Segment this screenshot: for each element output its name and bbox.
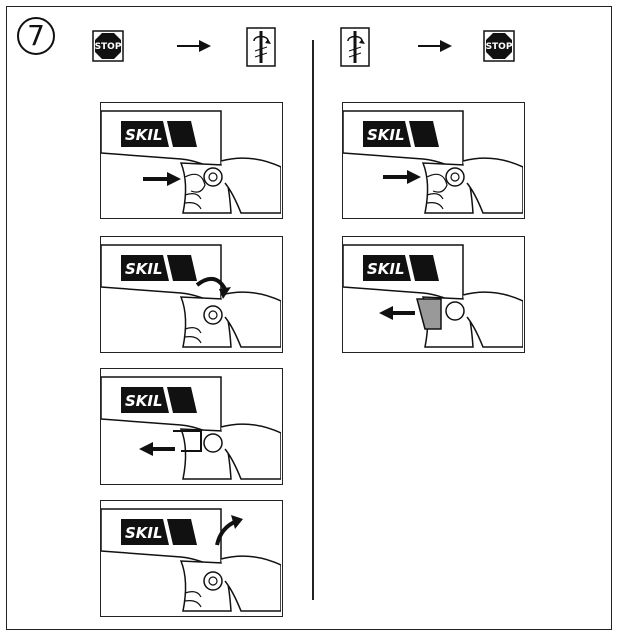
drill-illustration: SKIL: [101, 369, 281, 483]
brand-logo: SKIL: [125, 260, 163, 278]
arrow-right-icon: [416, 38, 454, 54]
brand-logo: SKIL: [125, 392, 163, 410]
drill-illustration: SKIL: [101, 501, 281, 615]
drill-illustration: SKIL: [101, 237, 281, 351]
illustration-panel: SKIL: [100, 236, 283, 353]
step-number-badge: 7: [17, 17, 55, 55]
brand-logo: SKIL: [125, 524, 163, 542]
arrow-right-icon: [175, 38, 213, 54]
illustration-panel: SKIL: [100, 102, 283, 219]
stop-icon: STOP: [92, 30, 124, 62]
column-divider: [312, 40, 314, 600]
illustration-panel: SKIL: [342, 236, 525, 353]
stop-label: STOP: [486, 42, 513, 52]
brand-logo: SKIL: [367, 126, 405, 144]
stop-label: STOP: [95, 42, 122, 52]
illustration-panel: SKIL: [342, 102, 525, 219]
illustration-panel: SKIL: [100, 368, 283, 485]
rotation-icon: [246, 27, 276, 67]
brand-logo: SKIL: [367, 260, 405, 278]
drill-illustration: SKIL: [343, 237, 523, 351]
step-number: 7: [27, 22, 45, 50]
rotation-icon: [340, 27, 370, 67]
stop-icon: STOP: [483, 30, 515, 62]
illustration-panel: SKIL: [100, 500, 283, 617]
brand-logo: SKIL: [125, 126, 163, 144]
drill-illustration: SKIL: [101, 103, 281, 217]
drill-illustration: SKIL: [343, 103, 523, 217]
